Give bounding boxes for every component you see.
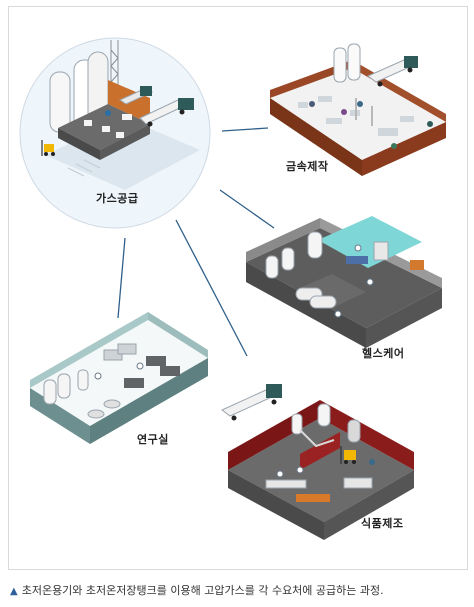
food-manufacturing-scene bbox=[221, 384, 414, 540]
connector-healthcare bbox=[219, 189, 275, 229]
connector-food bbox=[175, 219, 248, 357]
connector-metal bbox=[221, 127, 269, 132]
tanker-truck-icon bbox=[221, 384, 282, 421]
triangle-bullet-icon: ▲ bbox=[10, 586, 18, 597]
gas-supply-scene bbox=[19, 37, 211, 229]
forklift-icon bbox=[41, 140, 55, 156]
research-lab-scene bbox=[30, 312, 208, 444]
label-healthcare: 헬스케어 bbox=[362, 347, 405, 360]
tanker-truck-icon bbox=[367, 56, 418, 87]
healthcare-scene bbox=[246, 216, 442, 348]
connector-lab bbox=[117, 237, 126, 319]
forklift-icon bbox=[340, 446, 356, 464]
figure-caption: ▲초저온용기와 초저온저장탱크를 이용해 고압가스를 각 수요처에 공급하는 과… bbox=[10, 582, 384, 598]
label-research-lab: 연구실 bbox=[137, 433, 169, 446]
label-food-manufacturing: 식품제조 bbox=[361, 517, 404, 530]
label-metal-manufacturing: 금속제작 bbox=[286, 160, 329, 173]
tanker-truck-icon bbox=[118, 86, 194, 127]
label-gas-supply: 가스공급 bbox=[96, 192, 139, 205]
caption-text: 초저온용기와 초저온저장탱크를 이용해 고압가스를 각 수요처에 공급하는 과정… bbox=[21, 584, 384, 597]
metal-manufacturing-scene bbox=[270, 43, 446, 176]
